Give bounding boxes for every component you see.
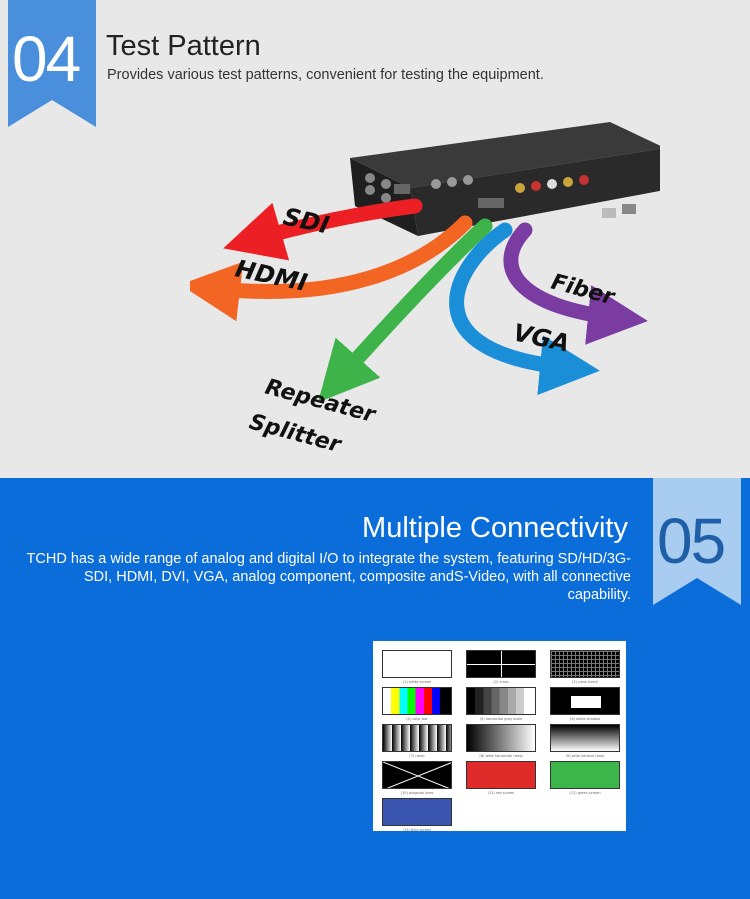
badge-number: 04 xyxy=(12,23,81,95)
pattern-image xyxy=(382,761,452,789)
pattern-caption: (10) diagonal lines xyxy=(400,791,434,795)
hdmi-arrow xyxy=(190,215,473,322)
pattern-color-bar: (4) color bar xyxy=(382,687,452,721)
pattern-caption: (1) white screen xyxy=(402,680,432,684)
pattern-image xyxy=(382,687,452,715)
test-pattern-section: 04 Test Pattern Provides various test pa… xyxy=(8,0,660,468)
pattern-caption: (12) green screen xyxy=(569,791,601,795)
section-description: TCHD has a wide range of analog and digi… xyxy=(26,551,631,603)
section-title: Multiple Connectivity xyxy=(362,512,628,544)
fiber-arrow xyxy=(503,222,648,345)
converter-device xyxy=(350,122,660,236)
pattern-caption: (11) red screen xyxy=(487,791,515,795)
pattern-diagonal-lines: (10) diagonal lines xyxy=(382,761,452,795)
pattern-image xyxy=(466,687,536,715)
pattern-image xyxy=(550,724,620,752)
pattern-image xyxy=(466,761,536,789)
pattern-caption: (2) cross xyxy=(493,680,509,684)
section-badge-04: 04 xyxy=(8,0,96,127)
sdi-arrow xyxy=(223,198,423,261)
pattern-horizontal-gray-scale: (5) horizontal gray scale xyxy=(466,687,536,721)
pattern-image xyxy=(466,724,536,752)
pattern-caption: (4) color bar xyxy=(406,717,428,721)
pattern-image xyxy=(382,798,452,826)
pattern-caption: (5) horizontal gray scale xyxy=(479,717,523,721)
pattern-caption: (3) cross hatch xyxy=(571,680,599,684)
pattern-cross: (2) cross xyxy=(466,650,536,684)
pattern-caption: (6) white window xyxy=(569,717,601,721)
splitter-label: Splitter xyxy=(246,410,344,459)
section-title: Test Pattern xyxy=(106,30,261,62)
test-pattern-sheet: (1) white screen (2) cross (3) cross hat… xyxy=(373,641,626,832)
pattern-white-window: (6) white window xyxy=(550,687,620,721)
badge-number: 05 xyxy=(657,505,726,577)
pattern-image xyxy=(382,724,452,752)
pattern-wide-horizontal-ramp: (8) wide horizontal ramp xyxy=(466,724,536,758)
pattern-image xyxy=(382,650,452,678)
pattern-cross-hatch: (3) cross hatch xyxy=(550,650,620,684)
ribbon-shape xyxy=(653,478,741,605)
pattern-image xyxy=(550,761,620,789)
vga-label: VGA xyxy=(511,318,572,357)
section-subtitle: Provides various test patterns, convenie… xyxy=(107,67,544,83)
pattern-blue-screen: (13) blue screen xyxy=(382,798,452,832)
device-illustration: SDI HDMI Repeater Splitter VGA Fiber xyxy=(190,118,660,468)
section-badge-05: 05 xyxy=(653,478,741,605)
connectivity-section: 05 Multiple Connectivity TCHD has a wide… xyxy=(0,478,750,899)
pattern-caption: (7) ramp xyxy=(409,754,425,758)
pattern-caption: (8) wide horizontal ramp xyxy=(479,754,523,758)
pattern-white-screen: (1) white screen xyxy=(382,650,452,684)
pattern-caption: (9) wide vertical ramp xyxy=(565,754,605,758)
pattern-green-screen: (12) green screen xyxy=(550,761,620,795)
pattern-image xyxy=(550,650,620,678)
pattern-image xyxy=(466,650,536,678)
pattern-ramp: (7) ramp xyxy=(382,724,452,758)
pattern-red-screen: (11) red screen xyxy=(466,761,536,795)
vga-arrow xyxy=(449,222,600,396)
ribbon-shape xyxy=(8,0,96,127)
repeater-splitter-arrow xyxy=(318,218,493,403)
pattern-wide-vertical-ramp: (9) wide vertical ramp xyxy=(550,724,620,758)
pattern-image xyxy=(550,687,620,715)
pattern-caption: (13) blue screen xyxy=(402,828,432,832)
